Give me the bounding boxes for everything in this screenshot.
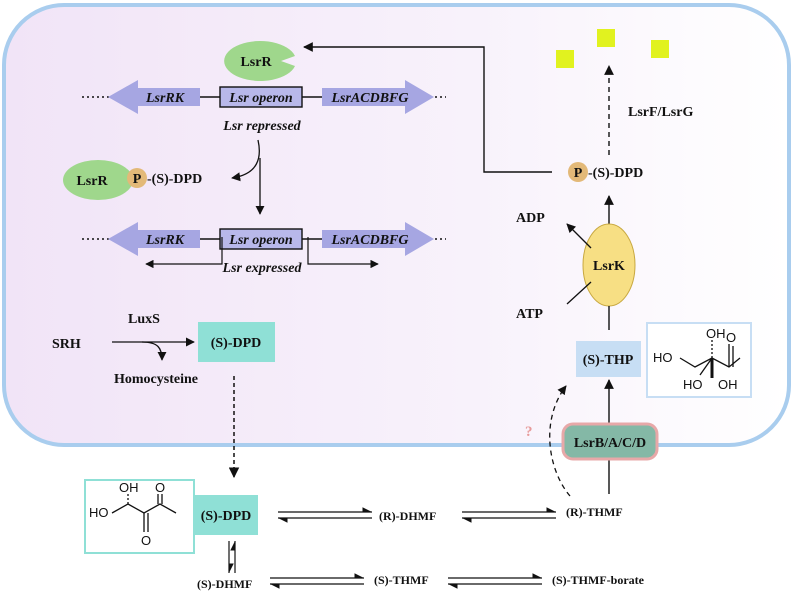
thp-structure: OH HO O OH HO [646, 322, 752, 398]
lsr-operon-label-top: Lsr operon [228, 91, 293, 106]
lsracdbfg-label-bottom: LsrACDBFG [330, 233, 408, 248]
lsrf-lsrg-label: LsrF/LsrG [628, 105, 693, 120]
lsrk-label: LsrK [593, 259, 625, 274]
lsr-repressed-label: Lsr repressed [222, 119, 301, 134]
lsrbacd-label: LsrB/A/C/D [574, 436, 646, 451]
product-square-1 [556, 50, 574, 68]
srh-label: SRH [52, 337, 81, 352]
lsrbacd-transporter [561, 422, 659, 461]
homocysteine-label: Homocysteine [114, 372, 198, 387]
s-thmf-label: (S)-THMF [374, 573, 429, 587]
lsrr-label-top: LsrR [240, 55, 272, 70]
eq-dpd-sdhmf [228, 541, 236, 573]
lsrrk-gene-arrow [108, 80, 200, 114]
dpd-o-bottom: O [141, 533, 151, 548]
lsracdbfg-gene-arrow [322, 80, 434, 114]
thp-oh-top: OH [706, 326, 726, 341]
lsr-operon-box-top [219, 86, 303, 108]
r-thmf-label: (R)-THMF [566, 505, 623, 519]
p-circle-left-label: P [133, 172, 142, 187]
lsrr-repressor-top: LsrR [224, 40, 295, 82]
adp-label: ADP [516, 211, 545, 226]
eq-dpd-rdhmf [278, 507, 372, 523]
s-dpd-outer-box [194, 495, 258, 535]
repressed-to-expressed-arrow [231, 139, 260, 182]
s-dhmf-label: (S)-DHMF [197, 577, 252, 591]
eq-sdhmf-sthmf [270, 573, 364, 589]
unknown-uptake-arrow [549, 385, 571, 497]
feedback-arrow-to-lsrr [303, 42, 552, 173]
lsr-operon-box-bottom [219, 228, 303, 250]
transcription-arrow-left [145, 237, 223, 269]
product-square-3 [651, 40, 669, 58]
dpd-oh: OH [119, 480, 139, 495]
transcription-arrow-right [307, 237, 379, 269]
lsrrk-label-bottom: LsrRK [145, 233, 186, 248]
lsr-operon-label-bottom: Lsr operon [228, 233, 293, 248]
p-dpd-suffix: -(S)-DPD [588, 166, 643, 181]
r-dhmf-label: (R)-DHMF [379, 509, 436, 523]
homocysteine-branch-arrow [141, 341, 167, 361]
lsrrk-label-top: LsrRK [145, 91, 186, 106]
thp-o: O [726, 330, 736, 345]
eq-sthmf-borate [448, 573, 542, 589]
s-thp-box [576, 341, 641, 377]
gene-row-expressed: LsrRK Lsr operon LsrACDBFG [82, 222, 446, 256]
s-thp-label: (S)-THP [583, 353, 634, 368]
luxs-label: LuxS [128, 312, 160, 327]
atp-label: ATP [516, 307, 543, 322]
s-dpd-inner-box [198, 322, 275, 362]
dpd-o-top: O [155, 480, 165, 495]
thp-oh-bottom: OH [718, 377, 738, 392]
adp-arrow [566, 223, 592, 249]
lsracdbfg-label-top: LsrACDBFG [330, 91, 408, 106]
phosphate-right [568, 162, 588, 182]
dpd-ho: HO [89, 505, 109, 520]
eq-rdhmf-rthmf [462, 507, 556, 523]
lsracdbfg-gene-arrow-bottom [322, 222, 434, 256]
s-dpd-outer-label: (S)-DPD [201, 509, 252, 524]
gene-row-repressed: LsrRK Lsr operon LsrACDBFG [82, 80, 446, 114]
product-square-2 [597, 29, 615, 47]
dpd-complex-suffix: -(S)-DPD [147, 172, 202, 187]
s-thmf-borate-label: (S)-THMF-borate [552, 573, 645, 587]
lsrr-label-complex: LsrR [76, 174, 108, 189]
dpd-structure: OH HO O O [84, 479, 195, 554]
thp-ho: HO [653, 350, 673, 365]
lsrrk-gene-arrow-bottom [108, 222, 200, 256]
lsr-expressed-label: Lsr expressed [222, 261, 303, 276]
question-mark: ? [525, 424, 533, 440]
p-circle-right-label: P [574, 166, 583, 181]
s-dpd-inner-label: (S)-DPD [211, 336, 262, 351]
atp-line [566, 281, 592, 305]
thp-ho-bottom: HO [683, 377, 703, 392]
lsrr-p-dpd-complex: LsrR P -(S)-DPD [63, 160, 202, 200]
